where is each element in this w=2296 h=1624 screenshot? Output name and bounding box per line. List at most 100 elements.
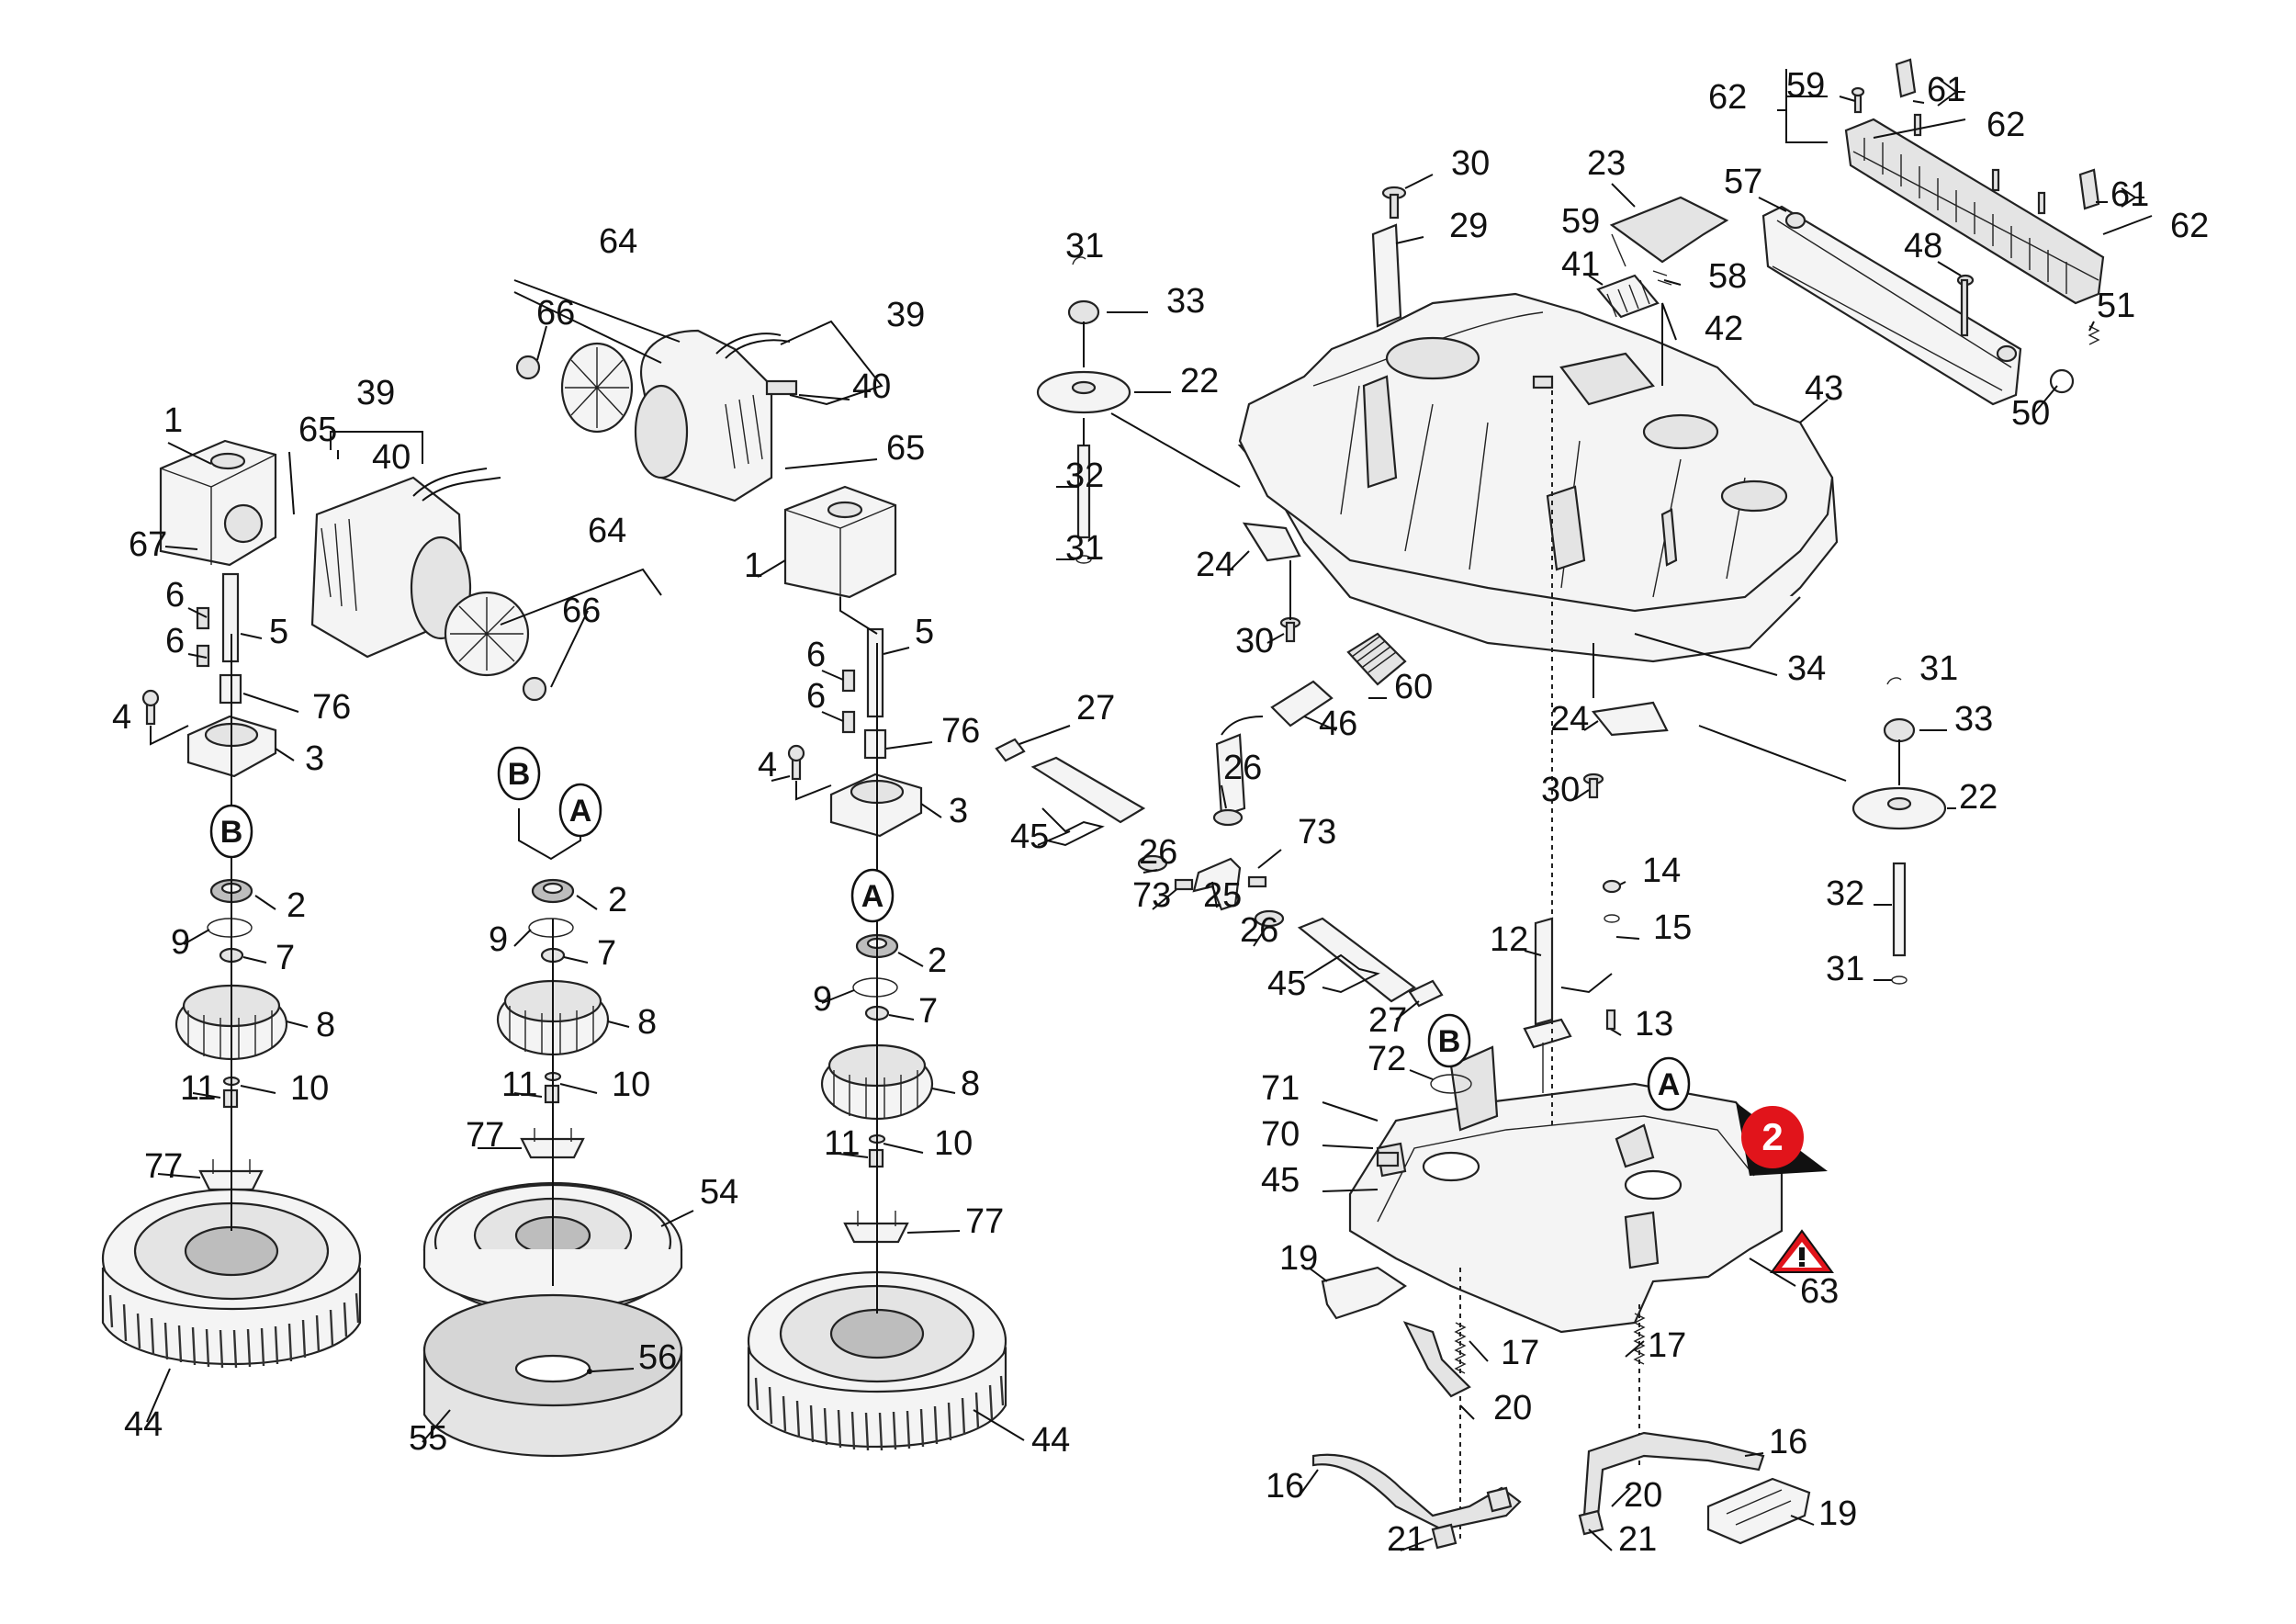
part-label-67: 67 — [129, 525, 167, 564]
part-label-10: 10 — [934, 1124, 973, 1163]
part-label-65: 65 — [886, 429, 925, 468]
part-label-20: 20 — [1493, 1389, 1532, 1427]
section-marker-oval — [1427, 1013, 1471, 1068]
part-label-13: 13 — [1635, 1005, 1673, 1043]
part-label-51: 51 — [2097, 287, 2135, 325]
hose-45-bottom — [1297, 917, 1416, 1003]
section-marker-oval — [497, 746, 541, 801]
part-label-57: 57 — [1724, 163, 1762, 201]
part-label-73: 73 — [1298, 813, 1336, 851]
part-label-31: 31 — [1065, 227, 1104, 265]
center-pad-assembly — [422, 808, 694, 1457]
part-label-11: 11 — [180, 1069, 216, 1108]
section-marker-a: A — [1647, 1056, 1691, 1111]
connector-41 — [1596, 274, 1660, 319]
part-label-14: 14 — [1642, 851, 1681, 890]
wheel-hub-33-right — [1883, 717, 1916, 743]
part-label-72: 72 — [1367, 1040, 1406, 1078]
part-label-30: 30 — [1451, 144, 1490, 183]
part-label-65: 65 — [298, 411, 337, 449]
part-label-61: 61 — [1927, 71, 1965, 109]
rod-16-left — [1311, 1453, 1522, 1531]
part-label-76: 76 — [312, 688, 351, 727]
part-label-77: 77 — [965, 1202, 1004, 1241]
part-label-21: 21 — [1618, 1520, 1657, 1559]
shaft-5-right — [866, 627, 884, 718]
section-marker-letter: A — [1658, 1067, 1681, 1102]
section-marker-letter: B — [508, 757, 531, 792]
squeegee-bar-assembly — [1758, 58, 2153, 414]
part-label-60: 60 — [1394, 668, 1433, 706]
part-label-31: 31 — [1826, 950, 1864, 988]
part-label-27: 27 — [1076, 689, 1115, 727]
part-label-4: 4 — [758, 746, 777, 784]
part-label-20: 20 — [1624, 1476, 1662, 1515]
part-label-5: 5 — [269, 613, 288, 651]
part-label-4: 4 — [112, 698, 131, 737]
part-label-26: 26 — [1223, 749, 1262, 787]
section-marker-a: A — [558, 783, 602, 838]
part-label-45: 45 — [1261, 1161, 1300, 1200]
part-label-10: 10 — [290, 1069, 329, 1108]
tee-25 — [1192, 857, 1242, 911]
part-label-50: 50 — [2011, 394, 2050, 433]
pedal-19-right — [1706, 1477, 1811, 1545]
part-label-3: 3 — [949, 792, 968, 830]
part-label-2: 2 — [287, 886, 306, 925]
brush-bristles-left — [108, 1292, 360, 1369]
clip-61-a — [1895, 58, 1917, 98]
section-marker-oval — [850, 868, 895, 923]
part-label-3: 3 — [305, 739, 324, 778]
part-label-62: 62 — [1708, 78, 1747, 117]
part-label-32: 32 — [1826, 874, 1864, 913]
part-label-30: 30 — [1541, 771, 1580, 809]
hose-45-top — [1030, 756, 1146, 824]
part-label-26: 26 — [1240, 911, 1278, 950]
part-label-29: 29 — [1449, 207, 1488, 245]
part-label-76: 76 — [941, 712, 980, 750]
part-label-2: 2 — [928, 942, 947, 980]
part-label-34: 34 — [1787, 649, 1826, 688]
part-label-46: 46 — [1319, 705, 1357, 743]
part-label-5: 5 — [915, 613, 934, 651]
part-label-31: 31 — [1065, 529, 1104, 568]
chassis-63 — [1322, 790, 1796, 1334]
part-label-2: 2 — [608, 881, 627, 919]
part-label-7: 7 — [597, 934, 616, 973]
part-label-32: 32 — [1065, 457, 1104, 495]
part-label-16: 16 — [1266, 1467, 1304, 1506]
part-label-8: 8 — [316, 1006, 335, 1044]
part-label-21: 21 — [1387, 1520, 1425, 1559]
page-badge-number: 2 — [1761, 1115, 1783, 1158]
part-label-24: 24 — [1196, 546, 1234, 584]
section-marker-letter: A — [569, 794, 592, 829]
brush-bristles-right — [754, 1375, 1005, 1451]
clip-61-b — [2078, 168, 2100, 210]
part-label-54: 54 — [700, 1173, 738, 1212]
section-marker-oval — [558, 783, 602, 838]
clamp-27-top — [995, 738, 1026, 762]
part-label-73: 73 — [1132, 876, 1171, 915]
part-label-55: 55 — [409, 1419, 447, 1458]
part-label-17: 17 — [1501, 1334, 1539, 1372]
part-label-26: 26 — [1139, 833, 1177, 872]
part-label-19: 19 — [1279, 1239, 1318, 1278]
part-label-45: 45 — [1010, 818, 1049, 856]
part-label-59: 59 — [1561, 202, 1600, 241]
part-label-43: 43 — [1805, 369, 1843, 408]
section-marker-oval — [1647, 1056, 1691, 1111]
part-label-56: 56 — [638, 1338, 677, 1377]
tank-assembly — [1230, 174, 1839, 800]
part-label-40: 40 — [852, 367, 891, 406]
part-label-12: 12 — [1490, 920, 1528, 959]
part-label-44: 44 — [1031, 1421, 1070, 1460]
part-label-61: 61 — [2110, 175, 2149, 214]
clamp-27-bottom — [1408, 979, 1444, 1008]
part-label-8: 8 — [637, 1003, 657, 1042]
post-12 — [1534, 917, 1554, 1026]
part-label-59: 59 — [1786, 66, 1825, 105]
part-label-27: 27 — [1368, 1001, 1407, 1040]
part-label-63: 63 — [1800, 1272, 1839, 1311]
